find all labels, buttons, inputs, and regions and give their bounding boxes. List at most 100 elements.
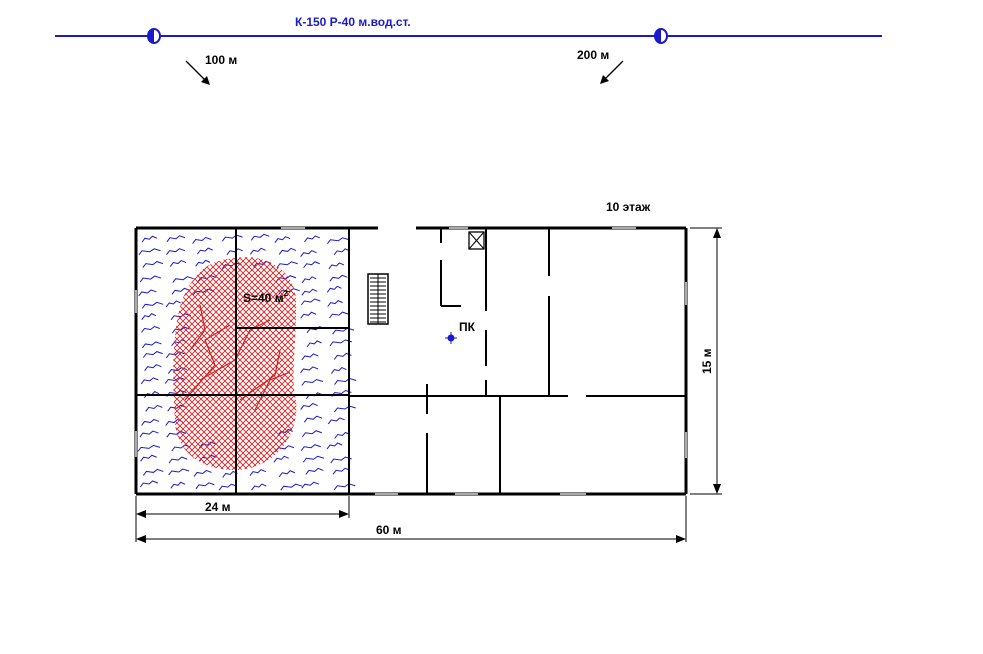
water-spray-mark (226, 248, 243, 256)
dimension-wing-width-label: 24 м (205, 500, 231, 514)
water-spray-mark (303, 415, 323, 423)
water-spray-mark (249, 469, 266, 476)
water-spray-mark (334, 377, 357, 385)
water-spray-mark (302, 430, 322, 438)
water-spray-mark (333, 248, 351, 256)
water-spray-mark (333, 483, 356, 491)
water-spray-mark (165, 300, 181, 308)
water-spray-mark (300, 444, 321, 452)
water-spray-mark (303, 261, 320, 269)
dimension-height (690, 227, 722, 495)
water-spray-mark (249, 247, 266, 255)
water-spray-mark (170, 481, 186, 489)
dimension-wing-width (135, 496, 350, 518)
water-spray-mark (301, 378, 324, 386)
windows (135, 227, 687, 495)
water-spray-mark (141, 418, 160, 426)
water-spray-mark (142, 468, 164, 476)
water-spray-mark (140, 377, 159, 385)
floor-label: 10 этаж (606, 200, 651, 214)
water-spray-mark (250, 233, 270, 241)
water-spray-mark (301, 353, 319, 361)
water-spray-mark (195, 259, 211, 267)
water-spray-mark (196, 247, 213, 255)
hydrant-left-arrow (185, 60, 208, 83)
water-spray-mark (276, 261, 298, 269)
water-spray-mark (280, 483, 303, 491)
water-spray-mark (168, 456, 188, 464)
water-spray-mark (273, 455, 289, 463)
fire-zone-hatch (173, 257, 297, 470)
water-spray-mark (330, 456, 352, 464)
fire-area-label: S=40 м2 (243, 289, 289, 305)
hydrant-left-distance: 100 м (205, 53, 237, 67)
water-main-label: К-150 Р-40 м.вод.ст. (295, 15, 411, 29)
water-spray-mark (137, 444, 161, 452)
water-spray-mark (326, 285, 342, 293)
water-spray-mark (193, 469, 212, 477)
water-spray-mark (327, 300, 343, 307)
water-spray-mark (278, 247, 297, 255)
hydrant-left: 100 м (147, 28, 237, 85)
water-spray-mark (195, 482, 215, 490)
water-spray-mark (329, 339, 353, 347)
water-spray-mark (278, 470, 296, 478)
water-spray-mark (300, 298, 321, 306)
water-spray-mark (139, 275, 162, 283)
hydrant-right-arrow (602, 60, 624, 82)
water-spray-mark (305, 467, 324, 475)
water-spray-mark (144, 364, 162, 372)
water-spray-mark (300, 311, 317, 319)
water-spray-mark (138, 289, 157, 297)
water-spray-mark (331, 367, 347, 374)
hose-cabinet: ПК (445, 320, 476, 344)
water-spray-mark (302, 455, 324, 463)
water-spray-mark (301, 276, 317, 284)
water-spray-mark (333, 352, 352, 360)
hydrant-right-distance: 200 м (577, 48, 609, 62)
water-spray-mark (139, 430, 159, 438)
water-spray-mark (172, 276, 194, 284)
water-spray-mark (328, 262, 345, 270)
water-spray-mark (300, 402, 318, 410)
water-spray-mark (145, 404, 163, 412)
water-spray-mark (222, 470, 238, 478)
water-spray-mark (331, 389, 352, 397)
water-spray-mark (218, 483, 237, 491)
water-main: К-150 Р-40 м.вод.ст. (55, 15, 882, 37)
dimension-total-width (135, 496, 687, 543)
water-spray-mark (166, 248, 186, 255)
water-spray-mark (329, 274, 348, 282)
water-spray-mark (138, 248, 161, 256)
water-spray-mark (141, 313, 157, 320)
water-spray-mark (274, 236, 291, 243)
water-spray-mark (329, 311, 349, 319)
hydrant-right: 200 м (577, 28, 668, 84)
water-spray-mark (306, 340, 322, 348)
water-spray-mark (332, 467, 351, 475)
water-spray-mark (333, 405, 356, 413)
dimension-height-label: 15 м (700, 348, 714, 374)
water-spray-mark (332, 327, 355, 335)
water-spray-mark (221, 234, 243, 242)
dimension-total-width-label: 60 м (376, 523, 402, 537)
shaft-icon (468, 231, 485, 250)
water-spray-mark (142, 351, 163, 358)
water-spray-mark (166, 235, 186, 243)
hose-cabinet-label: ПК (459, 320, 476, 334)
water-spray-mark (140, 454, 157, 462)
fire-flame-strokes (184, 304, 291, 411)
water-spray-mark (334, 431, 351, 439)
water-spray-mark (171, 287, 190, 295)
water-spray-mark (169, 259, 187, 267)
water-spray-mark (326, 442, 343, 450)
water-spray-mark (300, 366, 319, 374)
water-spray-mark (327, 417, 345, 425)
water-spray-mark (300, 250, 317, 258)
water-spray-mark (301, 481, 320, 489)
water-spray-mark (142, 261, 164, 268)
water-spray-mark (168, 468, 190, 476)
water-spray-mark (141, 235, 158, 243)
